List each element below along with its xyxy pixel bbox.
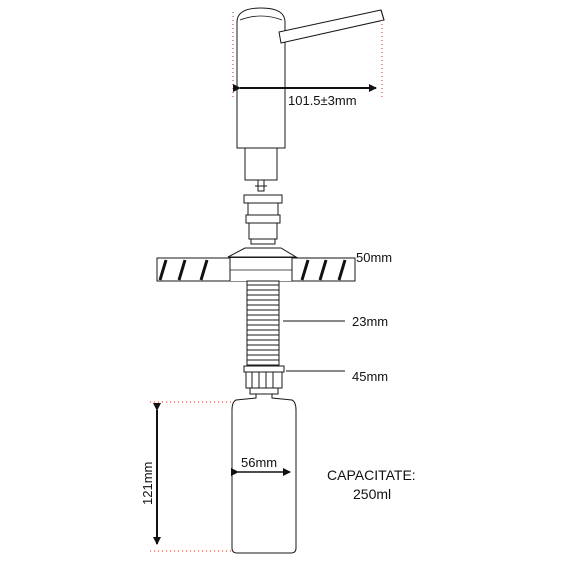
mounting-nut [243,365,285,395]
coupling [227,194,298,258]
spout-width-dimension: 101.5±3mm [232,12,383,108]
nut-diameter-label: 45mm [352,369,388,384]
deck-hole-label: 50mm [356,250,392,265]
pump-head [236,7,385,192]
capacity-note: CAPACITATE: 250ml [327,467,416,502]
shank-length-dimension: 23mm [283,314,388,329]
threaded-shank [246,280,280,366]
spout-width-label: 101.5±3mm [288,93,357,108]
capacity-value: 250ml [353,486,391,502]
countertop-hatching [158,259,347,281]
bottle [231,393,297,554]
bottle-height-dimension: 121mm [140,401,232,552]
capacity-title: CAPACITATE: [327,467,416,483]
bottle-width-dimension: 56mm [231,455,291,476]
nut-diameter-dimension: 45mm [286,369,388,384]
countertop [156,257,356,282]
bottle-height-label: 121mm [140,462,155,505]
deck-hole-dimension: 50mm [292,250,392,265]
bottle-width-label: 56mm [241,455,277,470]
shank-length-label: 23mm [352,314,388,329]
